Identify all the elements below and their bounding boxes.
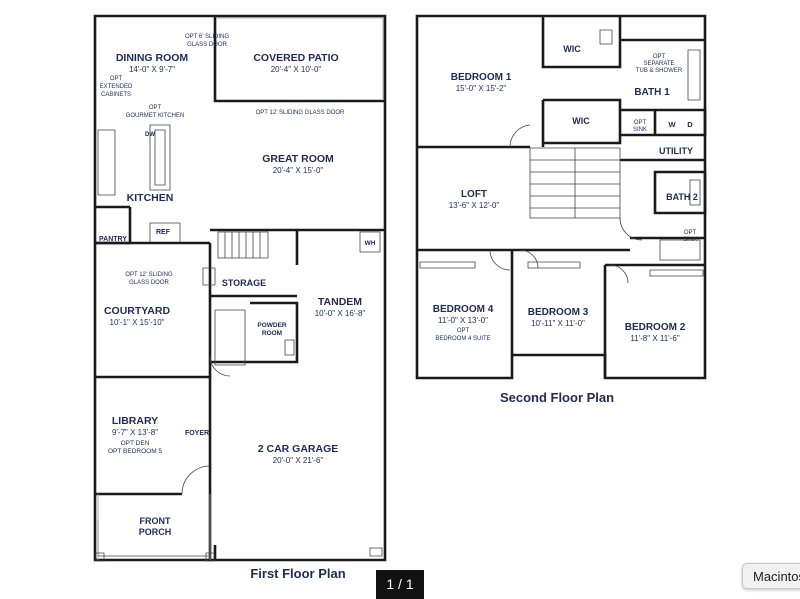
note-optsink2-b: SINK <box>683 237 697 243</box>
room-utility-name: UTILITY <box>659 146 693 156</box>
note-optsink1-a: OPT <box>634 120 647 126</box>
note-suite-b: BEDROOM 4 SUITE <box>435 336 490 342</box>
room-powder-name-b: ROOM <box>262 330 282 337</box>
patio-wall <box>213 16 385 103</box>
note-optsink1-b: SINK <box>633 127 647 133</box>
note-den-b: OPT BEDROOM 5 <box>108 448 162 455</box>
second-floor-plan <box>415 14 707 380</box>
room-library-dim: 9'-7" X 13'-8" <box>112 428 158 437</box>
note-court-slide-a: OPT 12' SLIDING <box>125 272 173 278</box>
room-dining-name: DINING ROOM <box>116 52 189 64</box>
note-tub-a: OPT <box>653 54 666 60</box>
note-extcab-a: OPT <box>110 76 123 82</box>
label-dw: DW <box>145 132 155 138</box>
room-library-name: LIBRARY <box>112 415 158 427</box>
label-dryer: D <box>687 120 693 129</box>
room-patio-name: COVERED PATIO <box>253 52 338 64</box>
room-garage-dim: 20'-0" X 21'-6" <box>273 456 324 465</box>
note-sliding6-a: OPT 6' SLIDING <box>185 34 229 40</box>
room-loft-name: LOFT <box>461 189 487 200</box>
note-extcab-b: EXTENDED <box>100 84 133 90</box>
note-extcab-c: CABINETS <box>101 92 131 98</box>
room-patio-dim: 20'-4" X 10'-0" <box>271 65 322 74</box>
room-courtyard-name: COURTYARD <box>104 305 171 317</box>
room-bed1-dim: 15'-0" X 15'-2" <box>456 84 507 93</box>
note-optsink2-a: OPT <box>684 230 697 236</box>
room-bath2-name: BATH 2 <box>666 192 698 202</box>
second-floor-title: Second Floor Plan <box>500 390 614 405</box>
note-sliding6-b: GLASS DOOR <box>187 42 227 48</box>
label-wh: WH <box>365 240 376 247</box>
room-garage-name: 2 CAR GARAGE <box>258 443 339 455</box>
room-tandem-dim: 10'-0" X 16'-8" <box>315 309 366 318</box>
room-great-name: GREAT ROOM <box>262 153 334 165</box>
room-foyer-name: FOYER <box>185 430 209 437</box>
room-bed4-dim: 11'-0" X 13'-0" <box>438 316 488 325</box>
room-bath1-name: BATH 1 <box>634 87 670 98</box>
room-bed3-name: BEDROOM 3 <box>528 307 589 318</box>
page-indicator: 1 / 1 <box>376 570 424 599</box>
note-gourmet-a: OPT <box>149 105 162 111</box>
room-bed3-dim: 10'-11" X 11'-0" <box>531 319 585 328</box>
room-powder-name-a: POWDER <box>257 322 287 329</box>
room-bed1-name: BEDROOM 1 <box>451 72 512 83</box>
first-floor-title: First Floor Plan <box>250 566 345 581</box>
room-tandem-name: TANDEM <box>318 296 362 308</box>
note-tub-b: SEPARATE <box>643 61 674 67</box>
note-suite-a: OPT <box>457 328 470 334</box>
dock-tooltip: Macintosh <box>742 563 800 589</box>
room-kitchen-name: KITCHEN <box>127 192 174 204</box>
label-ref: REF <box>156 229 171 236</box>
note-tub-c: TUB & SHOWER <box>636 68 683 74</box>
room-porch-name-b: PORCH <box>139 527 172 537</box>
room-wic1-name: WIC <box>563 44 581 54</box>
note-sliding12: OPT 12' SLIDING GLASS DOOR <box>256 110 345 116</box>
second-floor-labels: BEDROOM 1 15'-0" X 15'-2" WIC WIC OPT SE… <box>433 44 698 405</box>
note-den-a: OPT DEN <box>121 440 150 447</box>
room-bed2-name: BEDROOM 2 <box>625 322 686 333</box>
note-gourmet-b: GOURMET KITCHEN <box>126 113 185 119</box>
room-wic2-name: WIC <box>572 116 590 126</box>
label-washer: W <box>668 120 676 129</box>
note-court-slide-b: GLASS DOOR <box>129 280 169 286</box>
room-storage-name: STORAGE <box>222 278 266 288</box>
room-dining-dim: 14'-0" X 9'-7" <box>129 65 175 74</box>
stair-second <box>529 147 621 219</box>
first-floor-labels: OPT 6' SLIDING GLASS DOOR DINING ROOM 14… <box>99 34 376 581</box>
room-courtyard-dim: 10'-1" X 15'-10" <box>110 318 165 327</box>
first-floor-outer-walls <box>93 14 387 562</box>
first-floor-plan <box>93 14 387 562</box>
room-loft-dim: 13'-6" X 12'-0" <box>449 201 500 210</box>
room-great-dim: 20'-4" X 15'-0" <box>273 166 324 175</box>
label-pantry: PANTRY <box>99 236 127 243</box>
room-bed2-dim: 11'-8" X 11'-6" <box>630 334 680 343</box>
room-porch-name-a: FRONT <box>140 516 171 526</box>
room-bed4-name: BEDROOM 4 <box>433 304 494 315</box>
stair-first <box>217 231 269 259</box>
